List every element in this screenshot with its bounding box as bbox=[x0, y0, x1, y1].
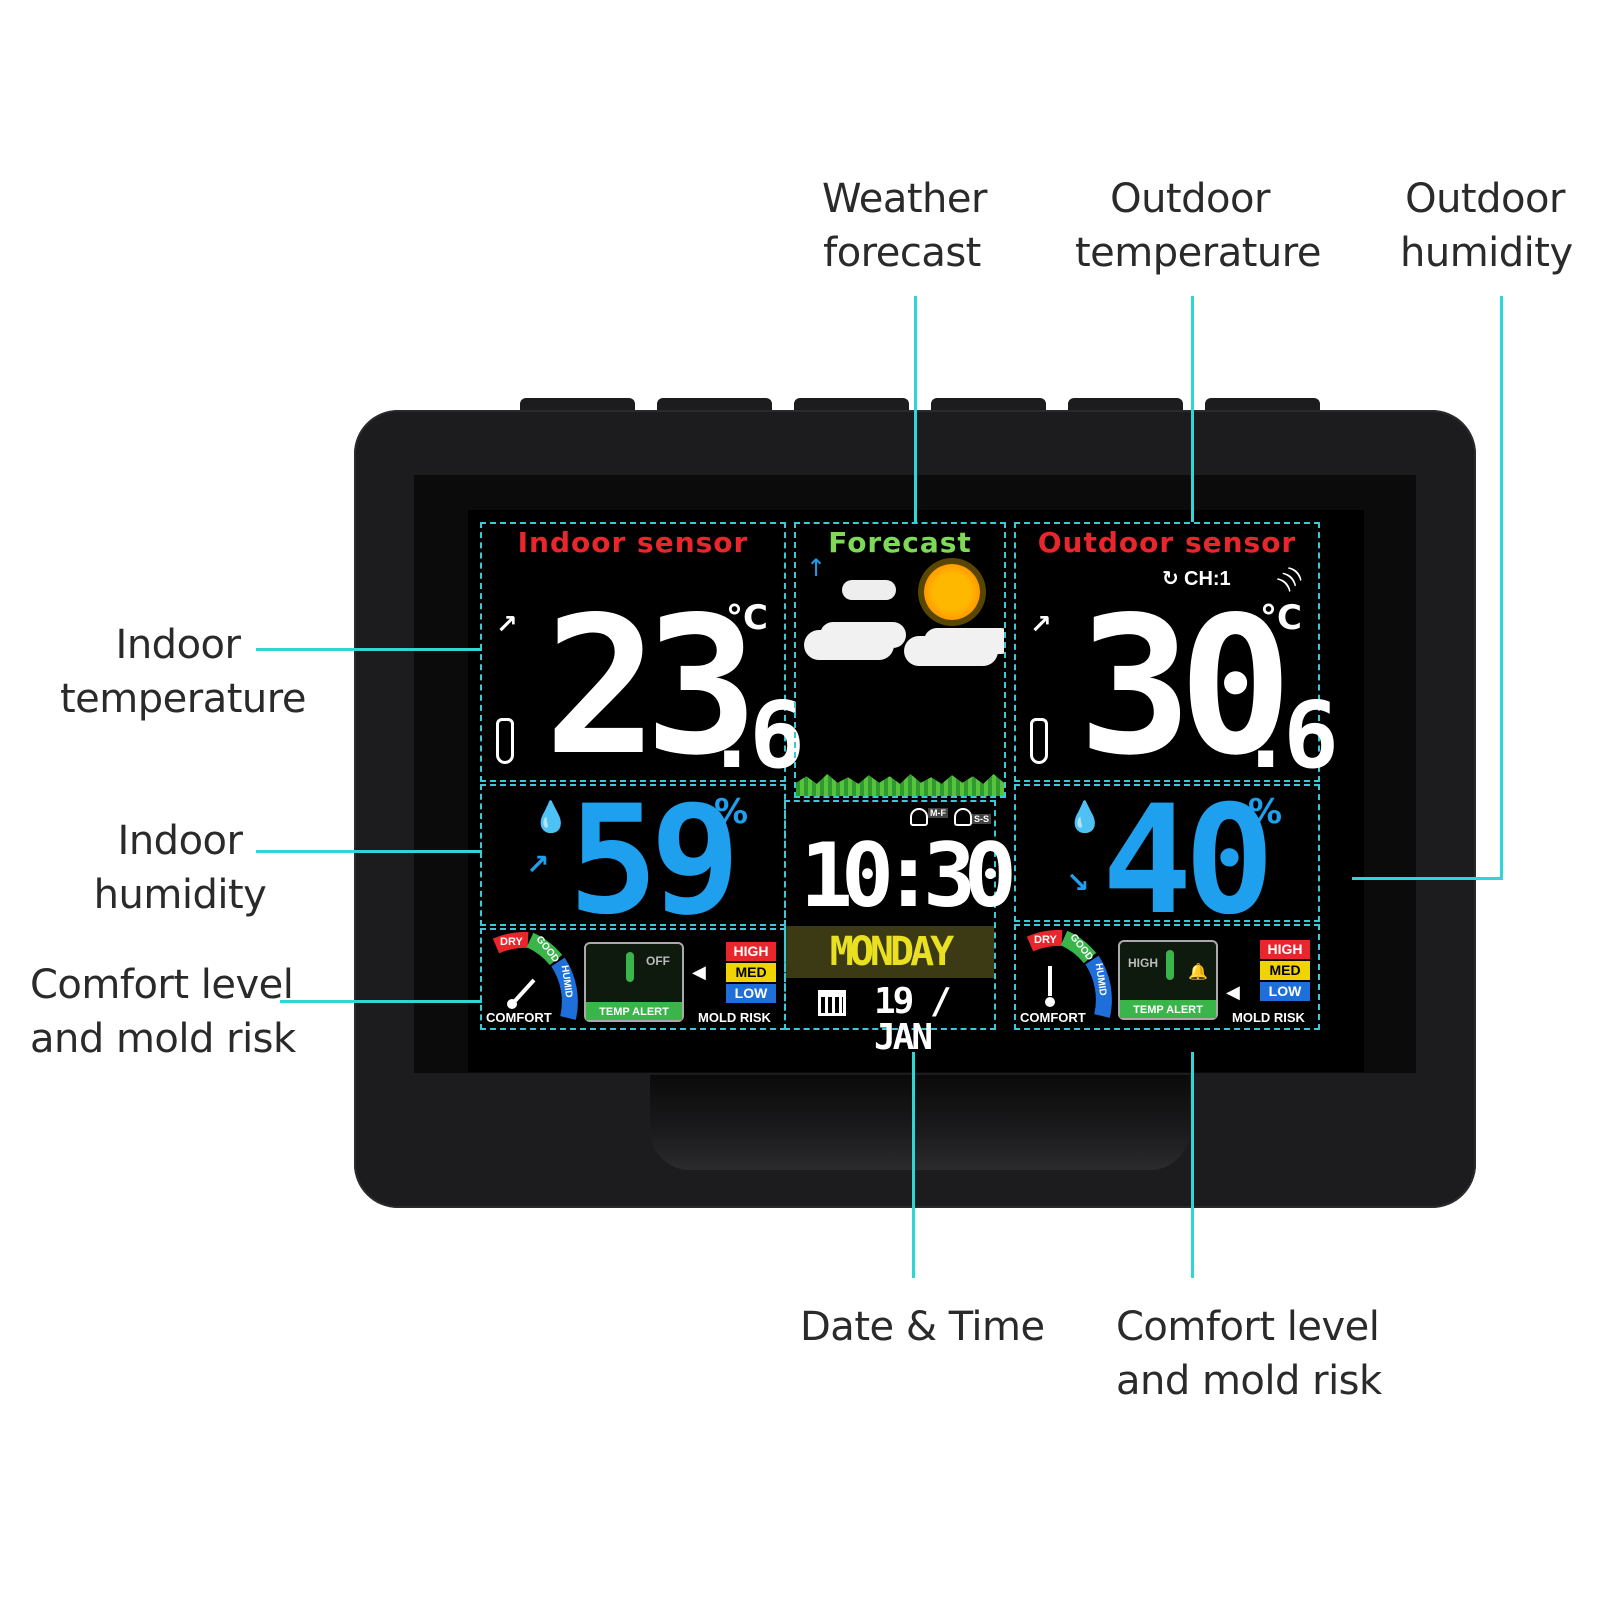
outdoor-comfort-panel: DRY GOOD HUMID COMFORT HIGH 🔔 TEMP ALERT… bbox=[1014, 924, 1320, 1030]
alarm2-icon bbox=[954, 808, 972, 826]
trend-up-icon: ↗ bbox=[526, 848, 550, 881]
thermometer-icon bbox=[626, 952, 634, 982]
line-indoor-temperature bbox=[256, 648, 482, 651]
mold-risk-label: MOLD RISK bbox=[698, 1010, 771, 1025]
clock-time: 10:30 bbox=[800, 824, 1017, 927]
outdoor-humidity-value: 40 bbox=[1102, 774, 1275, 948]
trend-up-icon: ↗ bbox=[496, 610, 518, 640]
gauge-dry-label: DRY bbox=[1034, 934, 1057, 946]
indoor-humidity-unit: % bbox=[714, 792, 749, 832]
alert-label: TEMP ALERT bbox=[599, 1006, 669, 1018]
alarm2-days: S-S bbox=[972, 814, 992, 824]
indoor-sensor-title: Indoor sensor bbox=[517, 526, 749, 559]
cloud-icon bbox=[804, 630, 894, 660]
mold-med: MED bbox=[726, 963, 776, 982]
alarm1-icon bbox=[910, 808, 928, 826]
callout-outdoor-temperature: Outdoor temperature bbox=[1075, 176, 1321, 276]
callout-comfort-right: Comfort level and mold risk bbox=[1116, 1304, 1382, 1404]
sun-icon bbox=[924, 564, 980, 620]
callout-comfort-left: Comfort level and mold risk bbox=[30, 962, 296, 1062]
pressure-trend-up-icon: ↑ bbox=[806, 554, 827, 582]
callout-indoor-humidity: Indoor humidity bbox=[93, 818, 267, 918]
callout-indoor-temperature: Indoor temperature bbox=[60, 622, 306, 722]
mold-low: LOW bbox=[1260, 982, 1310, 1001]
mold-high: HIGH bbox=[726, 942, 776, 961]
day-of-week: MONDAY bbox=[829, 929, 955, 975]
forecast-panel: Forecast ↑ bbox=[794, 522, 1006, 798]
calendar-icon bbox=[818, 990, 846, 1016]
humidity-drops-icon: 💧 bbox=[1066, 800, 1104, 835]
line-comfort-left bbox=[280, 1000, 482, 1003]
alert-label: TEMP ALERT bbox=[1133, 1004, 1203, 1016]
indoor-temp-unit: °C bbox=[726, 598, 768, 638]
trend-up-icon: ↗ bbox=[1030, 610, 1052, 640]
day-banner bbox=[786, 926, 994, 978]
thermometer-icon bbox=[1166, 950, 1174, 980]
callout-date-time: Date & Time bbox=[800, 1304, 1045, 1350]
trend-down-icon: ↘ bbox=[1066, 866, 1090, 899]
comfort-label: COMFORT bbox=[1020, 1010, 1086, 1025]
indoor-temp-value: 23 bbox=[544, 576, 759, 797]
temp-alert-box: OFF TEMP ALERT bbox=[584, 942, 684, 1022]
date-value: 19 / JAN bbox=[874, 981, 952, 1058]
pointer-arrow-icon: ◀ bbox=[692, 962, 706, 983]
line-comfort-right bbox=[1191, 1052, 1194, 1278]
indoor-temp-decimal: .6 bbox=[704, 682, 805, 789]
channel-label: CH:1 bbox=[1184, 568, 1231, 590]
mold-risk-label: MOLD RISK bbox=[1232, 1010, 1305, 1025]
device-stand bbox=[650, 1075, 1190, 1170]
outdoor-humidity-unit: % bbox=[1248, 792, 1283, 832]
refresh-icon: ↻ bbox=[1162, 566, 1179, 590]
temp-alert-box: HIGH 🔔 TEMP ALERT bbox=[1118, 940, 1218, 1020]
line-weather-forecast bbox=[914, 296, 917, 522]
thermometer-icon bbox=[496, 718, 514, 764]
mold-high: HIGH bbox=[1260, 940, 1310, 959]
humidity-drops-icon: 💧 bbox=[532, 800, 570, 835]
outdoor-humidity-panel: 💧 ↘ 40 % bbox=[1014, 784, 1320, 936]
alert-label-bar bbox=[1120, 1000, 1216, 1018]
line-indoor-humidity bbox=[256, 850, 482, 853]
lcd-screen: Indoor sensor ↗ 23 .6 °C 💧 ↗ 59 % DRY GO… bbox=[468, 510, 1364, 1072]
alarm1-days: M-F bbox=[928, 808, 948, 818]
comfort-gauge-icon bbox=[492, 932, 578, 1020]
alert-state: OFF bbox=[646, 954, 670, 968]
mold-med: MED bbox=[1260, 961, 1310, 980]
thermometer-icon bbox=[1030, 718, 1048, 764]
comfort-gauge-icon bbox=[1026, 930, 1112, 1018]
line-outdoor-humidity-v bbox=[1500, 296, 1503, 880]
grass-icon bbox=[796, 774, 1004, 796]
alert-label-bar bbox=[586, 1002, 682, 1020]
pointer-arrow-icon: ◀ bbox=[1226, 982, 1240, 1003]
outdoor-temp-decimal: .6 bbox=[1238, 682, 1339, 789]
bell-icon: 🔔 bbox=[1188, 962, 1208, 981]
outdoor-temp-unit: °C bbox=[1260, 598, 1302, 638]
gauge-dry-label: DRY bbox=[500, 936, 523, 948]
line-date-time bbox=[912, 1052, 915, 1278]
outdoor-temperature-panel: Outdoor sensor ↻ CH:1 ))) ↗ 30 .6 °C bbox=[1014, 522, 1339, 797]
outdoor-temp-value: 30 bbox=[1078, 576, 1293, 797]
clock-panel-frame: M-F S-S 10:30 MONDAY 19 / JAN bbox=[784, 800, 1017, 1056]
indoor-humidity-panel: 💧 ↗ 59 % bbox=[480, 784, 786, 936]
forecast-title: Forecast bbox=[828, 526, 972, 559]
indoor-humidity-value: 59 bbox=[568, 774, 741, 948]
indoor-comfort-panel: DRY GOOD HUMID COMFORT OFF TEMP ALERT ◀ … bbox=[480, 928, 786, 1030]
callout-weather-forecast: Weather forecast bbox=[822, 176, 987, 276]
mold-low: LOW bbox=[726, 984, 776, 1003]
cloud-icon bbox=[904, 636, 998, 666]
alert-state: HIGH bbox=[1128, 956, 1158, 970]
comfort-label: COMFORT bbox=[486, 1010, 552, 1025]
indoor-temperature-panel: Indoor sensor ↗ 23 .6 °C bbox=[480, 522, 805, 797]
line-outdoor-humidity-h bbox=[1352, 877, 1503, 880]
cloud-icon bbox=[842, 580, 896, 600]
line-outdoor-temperature bbox=[1191, 296, 1194, 522]
outdoor-sensor-title: Outdoor sensor bbox=[1037, 526, 1297, 559]
callout-outdoor-humidity: Outdoor humidity bbox=[1400, 176, 1573, 276]
